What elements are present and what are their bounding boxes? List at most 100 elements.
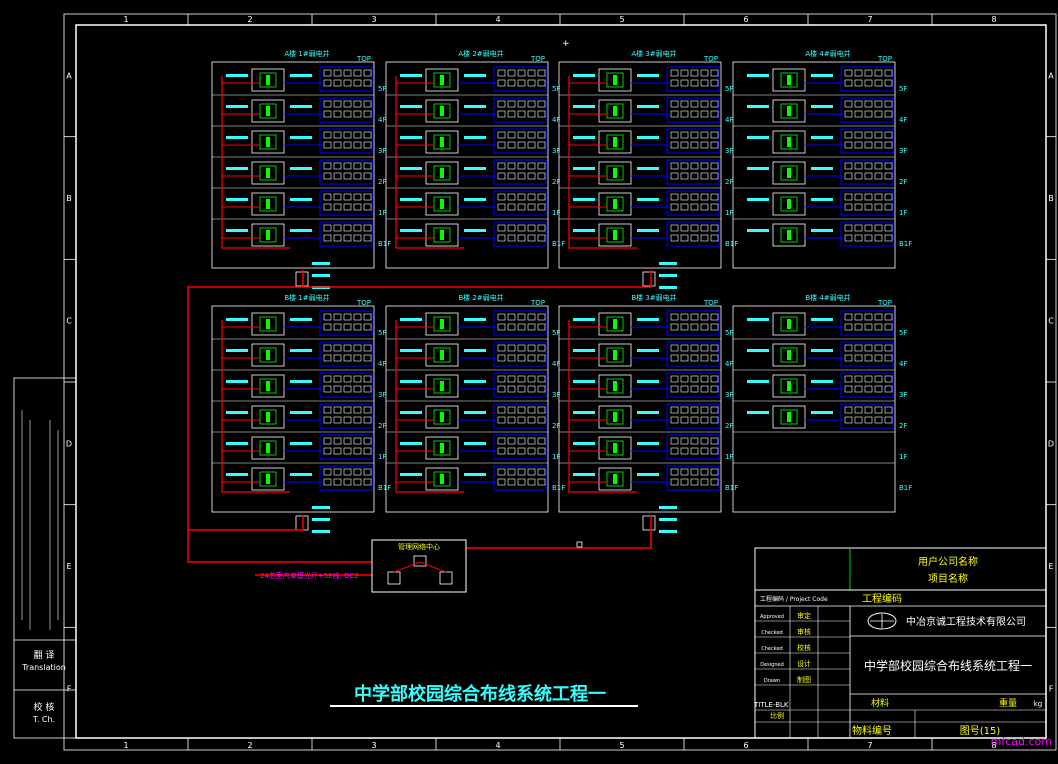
outlet-group-frame <box>493 372 547 398</box>
outlet-symbol <box>680 172 689 180</box>
outlet-symbol <box>363 375 372 383</box>
outlet-group-frame <box>666 159 720 185</box>
riser-cable <box>568 76 637 249</box>
outlet-symbol <box>323 234 332 242</box>
outlet-group-frame <box>840 128 894 154</box>
patch-panel <box>464 136 486 139</box>
outlet-symbol <box>680 110 689 118</box>
switch-icon <box>606 378 624 394</box>
outlet-symbol <box>363 162 372 170</box>
outlet-symbol <box>884 79 893 87</box>
outlet-symbol <box>710 100 719 108</box>
outlet-symbol <box>537 162 546 170</box>
outlet-symbol <box>527 313 536 321</box>
outlet-symbol <box>527 131 536 139</box>
outlet-symbol <box>507 100 516 108</box>
ruler-right-label: A <box>1048 71 1054 80</box>
outlet-symbol <box>670 100 679 108</box>
outlet-symbol <box>710 354 719 362</box>
outlet-symbol <box>363 447 372 455</box>
patch-panel <box>573 411 595 414</box>
equipment-box <box>425 343 459 367</box>
switch-icon <box>259 227 277 243</box>
outlet-symbol <box>353 323 362 331</box>
outlet-symbol <box>690 447 699 455</box>
patch-panel <box>290 74 312 77</box>
patch-panel <box>573 167 595 170</box>
drawing-title: 中学部校园综合布线系统工程一 <box>354 683 606 705</box>
outlet-symbol <box>527 406 536 414</box>
outlet-symbol <box>333 193 342 201</box>
outlet-symbol <box>527 323 536 331</box>
outlet-symbol <box>497 385 506 393</box>
outlet-group-frame <box>493 221 547 247</box>
outlet-symbol <box>710 162 719 170</box>
drawing-name: 中学部校园综合布线系统工程一 <box>864 658 1032 673</box>
outlet-symbol <box>497 203 506 211</box>
outlet-symbol <box>700 234 709 242</box>
patch-panel <box>747 411 769 414</box>
patch-panel <box>226 318 248 321</box>
outlet-symbol <box>323 354 332 362</box>
patch-panel <box>811 198 833 201</box>
floor-label: B1F <box>725 484 738 492</box>
switch-led <box>440 474 444 484</box>
outlet-symbol <box>844 193 853 201</box>
outlet-symbol <box>353 224 362 232</box>
outlet-symbol <box>844 141 853 149</box>
floor-label: B1F <box>899 484 912 492</box>
equipment-box <box>251 312 285 336</box>
patch-panel <box>573 473 595 476</box>
outlet-symbol <box>710 468 719 476</box>
equipment-box <box>598 374 632 398</box>
outlet-symbol <box>353 110 362 118</box>
patch-panel <box>573 442 595 445</box>
outlet-symbol <box>363 478 372 486</box>
project-code-value: 工程编码 <box>862 592 902 605</box>
outlet-symbol <box>884 344 893 352</box>
distribution-frame-icon <box>295 515 309 531</box>
outlet-group-frame <box>666 190 720 216</box>
ruler-left-label: D <box>66 439 72 448</box>
outlet-symbol <box>844 131 853 139</box>
switch-icon <box>780 227 798 243</box>
outlet-symbol <box>670 437 679 445</box>
patch-panel <box>811 105 833 108</box>
outlet-symbol <box>333 385 342 393</box>
ruler-bottom-label: 5 <box>619 741 624 750</box>
patch-panel <box>637 198 659 201</box>
ruler-top-label: 3 <box>371 15 376 24</box>
patch-panel <box>747 167 769 170</box>
patch-panel <box>811 136 833 139</box>
outlet-symbol <box>670 323 679 331</box>
outlet-symbol <box>537 416 546 424</box>
ruler-right-label: C <box>1048 317 1054 326</box>
outlet-symbol <box>680 131 689 139</box>
switch-icon <box>606 196 624 212</box>
floor-label: 2F <box>378 422 386 430</box>
outlet-symbol <box>874 234 883 242</box>
outlet-symbol <box>497 141 506 149</box>
outlet-symbol <box>874 354 883 362</box>
floor-label: 1F <box>552 453 560 461</box>
outlet-symbol <box>527 478 536 486</box>
patch-panel <box>226 167 248 170</box>
outlet-symbol <box>517 110 526 118</box>
floor-label: 1F <box>725 453 733 461</box>
outlet-symbol <box>333 100 342 108</box>
patch-panel <box>464 167 486 170</box>
distribution-frame-icon <box>295 271 309 287</box>
patch-panel <box>659 506 677 509</box>
outlet-symbol <box>700 110 709 118</box>
patch-panel <box>637 136 659 139</box>
outlet-symbol <box>700 478 709 486</box>
equipment-box <box>425 192 459 216</box>
patch-panel <box>290 349 312 352</box>
company-logo-icon <box>867 612 897 630</box>
outlet-symbol <box>507 203 516 211</box>
block-top-label: TOP <box>356 55 371 63</box>
equipment-box <box>598 343 632 367</box>
outlet-symbol <box>700 344 709 352</box>
outlet-symbol <box>854 100 863 108</box>
